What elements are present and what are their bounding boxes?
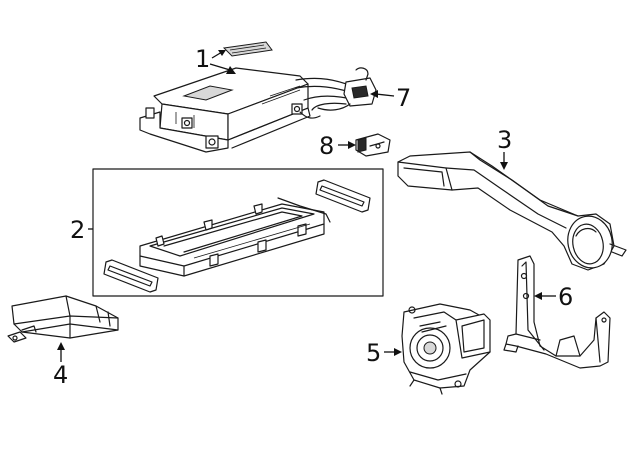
part-4-cover: [7, 295, 119, 343]
part-2-box: [92, 168, 384, 297]
callout-labels: 1 2 3 4 5 6 7 8: [53, 45, 573, 389]
callout-7: 7: [396, 84, 411, 112]
part-3-air-duct: [397, 151, 627, 271]
part-1-control-module: [139, 41, 357, 153]
part-5-blower-motor: [401, 303, 491, 395]
part-8-clip: [355, 133, 391, 157]
callout-2: 2: [70, 216, 85, 244]
callout-6: 6: [558, 283, 573, 311]
part-7-connector: [317, 67, 377, 111]
part-6-bracket: [503, 255, 611, 369]
callout-1: 1: [195, 45, 210, 73]
callout-5: 5: [366, 339, 381, 367]
leader-lines: [57, 50, 556, 362]
callout-4: 4: [53, 361, 68, 389]
callout-8: 8: [319, 132, 334, 160]
callout-3: 3: [497, 126, 512, 154]
